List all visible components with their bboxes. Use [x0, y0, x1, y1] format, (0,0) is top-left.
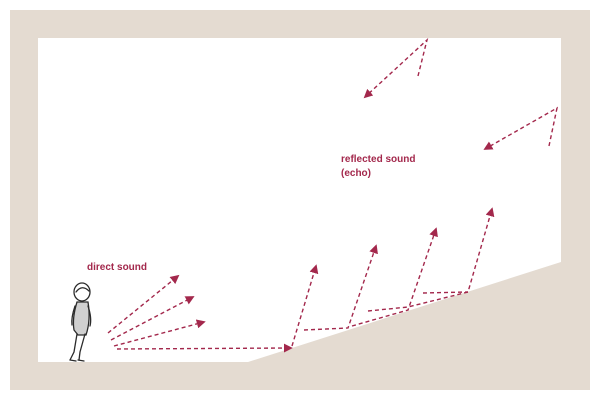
reflected-arrow — [351, 227, 438, 327]
reflected-sound-label: reflected sound — [341, 154, 415, 165]
direct-sound-arrows — [107, 274, 293, 353]
reflected-arrow — [422, 291, 469, 294]
direct-arrow — [107, 274, 180, 334]
room-walls — [10, 10, 590, 390]
reflected-arrow — [291, 264, 319, 347]
reflected-sound-arrows — [291, 207, 495, 347]
reflected-arrow — [367, 207, 495, 312]
direct-arrow — [116, 343, 293, 353]
echo-arrow — [363, 37, 429, 99]
direct-arrow — [110, 296, 195, 341]
direct-arrow — [113, 319, 206, 347]
echo-label: (echo) — [341, 168, 371, 179]
direct-sound-label: direct sound — [87, 262, 147, 273]
listener-figure — [69, 282, 92, 362]
echo-arrows — [363, 37, 559, 150]
echo-arrow — [483, 106, 559, 150]
reflected-arrow — [303, 244, 378, 331]
